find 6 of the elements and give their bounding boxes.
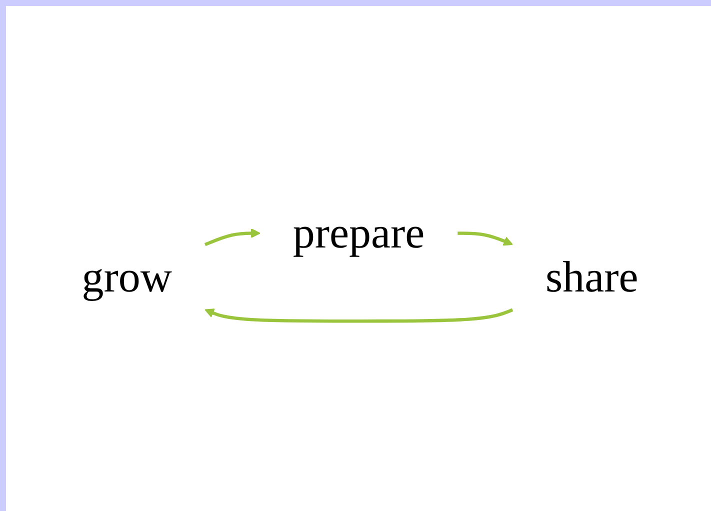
node-text: share xyxy=(546,252,638,302)
arrow xyxy=(204,228,260,246)
node-text: grow xyxy=(82,252,172,302)
arrow xyxy=(204,308,514,323)
node-text: prepare xyxy=(292,208,425,258)
arrow xyxy=(458,231,513,246)
